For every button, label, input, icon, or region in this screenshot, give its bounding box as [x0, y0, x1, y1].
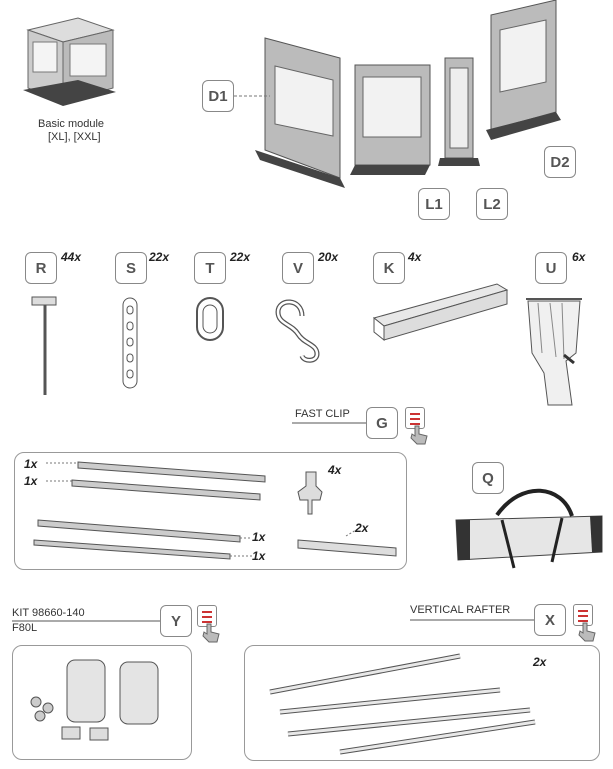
kit-parts-icon [30, 659, 159, 741]
strap-icon [122, 297, 138, 389]
part-code-t: T [194, 252, 226, 284]
bar-icon [372, 283, 509, 342]
bag-code-q: Q [472, 462, 504, 494]
part-qty-r: 44x [61, 250, 82, 264]
part-code-s: S [115, 252, 147, 284]
clip-icon [297, 471, 323, 515]
rail-qty-3: 1x [252, 530, 266, 544]
rafter-code-x: X [534, 604, 566, 636]
rafter-poles-icon [269, 653, 536, 755]
bag-icon [455, 488, 603, 569]
s-hook-icon [275, 299, 320, 363]
peg-icon [31, 296, 57, 395]
fast-clip-code-g: G [366, 407, 398, 439]
wall-panel-l1 [350, 64, 431, 175]
tap-hand-icon-y [202, 623, 220, 643]
kit-code-y: Y [160, 605, 192, 637]
label-l2: L2 [476, 188, 508, 220]
rail-qty-4: 1x [252, 549, 266, 563]
rail-qty-2: 1x [24, 474, 38, 488]
basic-module-illustration [23, 17, 116, 106]
part-qty-v: 20x [318, 250, 339, 264]
curtain-icon [526, 298, 582, 406]
part-qty-u: 6x [572, 250, 586, 264]
rafter-qty: 2x [533, 655, 547, 669]
ring-icon [196, 297, 224, 341]
connector-icon [297, 529, 397, 557]
basic-module-sizes: [XL], [XXL] [48, 131, 101, 143]
part-qty-t: 22x [230, 250, 251, 264]
fast-clip-title: FAST CLIP [295, 408, 350, 420]
basic-module-caption: Basic module [38, 118, 105, 130]
rafter-title: VERTICAL RAFTER [410, 604, 511, 616]
wall-panel-d2 [486, 0, 561, 140]
wall-panel-l2 [438, 57, 480, 166]
tap-hand-icon-g [410, 425, 428, 445]
part-code-k: K [373, 252, 405, 284]
tap-hand-icon-x [578, 622, 596, 642]
part-code-u: U [535, 252, 567, 284]
label-l1: L1 [418, 188, 450, 220]
part-qty-s: 22x [149, 250, 170, 264]
part-qty-k: 4x [408, 250, 422, 264]
kit-title: KIT 98660-140 [12, 607, 85, 619]
label-d1: D1 [202, 80, 234, 112]
label-d2: D2 [544, 146, 576, 178]
instructions-icon-g[interactable] [405, 407, 425, 429]
connector-qty: 2x [355, 521, 369, 535]
fast-clip-rails [33, 461, 266, 560]
clip-qty: 4x [328, 463, 342, 477]
wall-panel-d1 [255, 37, 345, 188]
part-code-r: R [25, 252, 57, 284]
kit-subtitle: F80L [12, 622, 38, 634]
rail-qty-1: 1x [24, 457, 38, 471]
part-code-v: V [282, 252, 314, 284]
